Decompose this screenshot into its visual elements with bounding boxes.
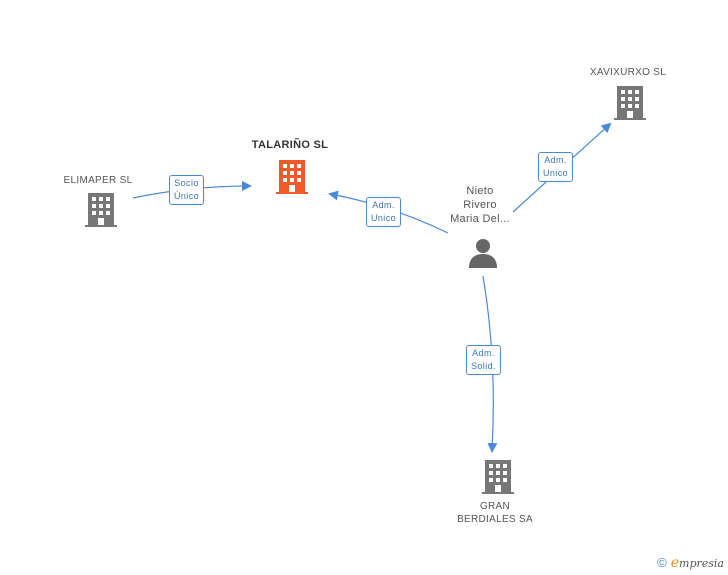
building-icon[interactable]	[85, 193, 117, 227]
building-icon[interactable]	[276, 160, 308, 194]
person-name-line2: Rivero	[463, 199, 497, 211]
node-label-talarino[interactable]: TALARIÑO SL	[251, 139, 329, 151]
edge-badge-adm-unico-xavixurxo[interactable]: Adm. Unico	[538, 152, 574, 182]
building-icon[interactable]	[482, 460, 514, 494]
badge-line1: Socio	[174, 178, 199, 188]
gran-berdiales-line1: GRAN	[479, 501, 511, 512]
node-label-elimaper[interactable]: ELIMAPER SL	[63, 175, 133, 186]
person-name-line3: Maria Del...	[450, 213, 510, 225]
badge-line2: Unico	[543, 168, 569, 178]
person-icon[interactable]	[468, 238, 498, 268]
brand-name: mpresia	[679, 557, 724, 570]
building-icon[interactable]	[614, 86, 646, 120]
badge-line2: Unico	[371, 213, 397, 223]
edge-badge-adm-unico-talarino[interactable]: Adm. Unico	[366, 197, 402, 227]
gran-berdiales-line2: BERDIALES SA	[457, 514, 533, 525]
person-name-line1: Nieto	[466, 185, 494, 197]
edge-badge-adm-solid[interactable]: Adm. Solid.	[466, 345, 501, 375]
node-label-xavixurxo[interactable]: XAVIXURXO SL	[589, 67, 667, 78]
edge-badge-socio-unico[interactable]: Socio Único	[169, 175, 205, 205]
badge-line1: Adm.	[372, 200, 395, 210]
badge-line2: Único	[174, 191, 200, 201]
badge-line1: Adm.	[472, 348, 495, 358]
node-label-gran-berdiales[interactable]: GRAN BERDIALES SA	[445, 500, 545, 526]
node-label-person[interactable]: Nieto Rivero Maria Del...	[430, 184, 530, 226]
badge-line2: Solid.	[471, 361, 496, 371]
badge-line1: Adm.	[544, 155, 567, 165]
copyright-icon: ©	[657, 555, 667, 570]
brand-footer[interactable]: ©empresia	[657, 555, 724, 571]
brand-initial: e	[670, 555, 680, 571]
